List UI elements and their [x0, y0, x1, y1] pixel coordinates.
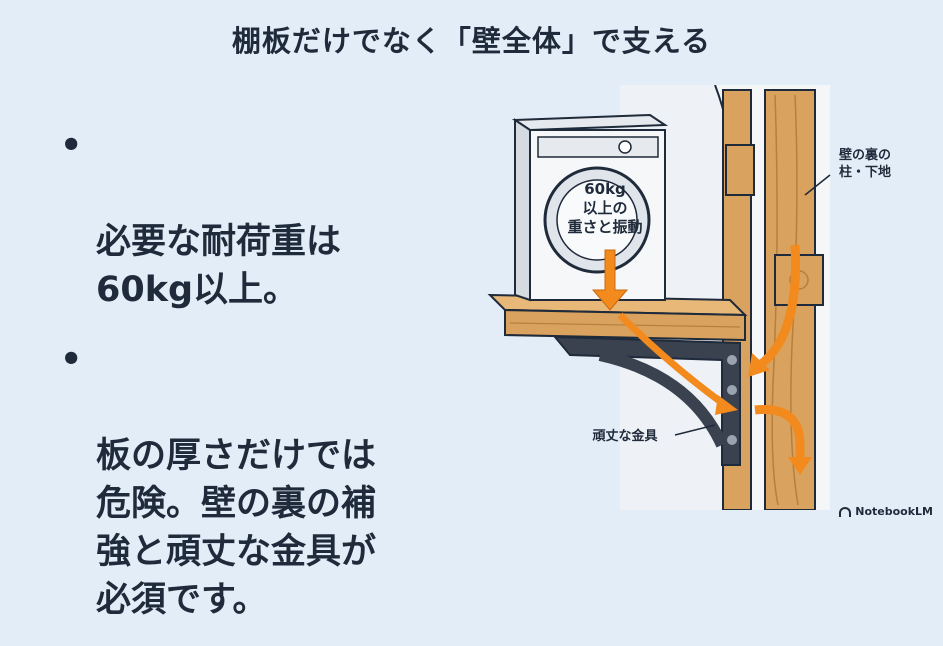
force-arrowhead-icon	[715, 395, 738, 415]
shelf-support-diagram: 60kg 以上の 重さと振動 壁の裏の 柱・下地 頑丈な金具	[470, 85, 943, 510]
slide-title: 棚板だけでなく「壁全体」で支える	[231, 24, 712, 58]
down-force-arrowhead-icon	[788, 457, 812, 475]
wall-label-leader	[804, 174, 831, 196]
wall-force-arrow-icon	[757, 244, 801, 369]
washer-door-glass	[556, 179, 638, 261]
bracket-label-leader	[674, 424, 716, 436]
down-force-arrow-icon	[754, 404, 805, 460]
bullet-list: • 必要な耐荷重は 60kg以上。 • 板の厚さだけでは 危険。壁の裏の補 強と…	[60, 122, 460, 646]
bracket-screw	[727, 435, 737, 445]
wall-force-arrowhead-icon	[748, 353, 770, 377]
bracket-brace	[598, 349, 728, 448]
brand-name: NotebookLM	[855, 505, 933, 518]
load-arrow-icon	[591, 249, 629, 311]
force-arrow-icon	[617, 312, 728, 408]
wall-block-upper	[725, 144, 755, 196]
wood-grain	[509, 322, 741, 328]
bracket-label: 頑丈な金具	[592, 429, 658, 444]
bracket-screw	[727, 355, 737, 365]
metal-bracket	[552, 335, 741, 466]
diagram-illustration	[487, 85, 831, 510]
notebooklm-logo-icon	[839, 506, 852, 517]
bullet-text-warning: 板の厚さだけでは 危険。壁の裏の補 強と頑丈な金具が 必須です。	[96, 436, 377, 620]
bullet-marker: •	[60, 340, 83, 380]
brand-watermark: NotebookLM	[839, 505, 933, 518]
bracket-screw	[727, 385, 737, 395]
washer-side	[514, 118, 531, 302]
washer-dial	[618, 140, 632, 154]
washer-control-panel	[537, 136, 659, 158]
bullet-item-warning: • 板の厚さだけでは 危険。壁の裏の補 強と頑丈な金具が 必須です。	[60, 336, 460, 624]
bullet-item-load: • 必要な耐荷重は 60kg以上。	[60, 122, 460, 314]
wall-support-label: 壁の裏の 柱・下地	[838, 148, 891, 180]
load-label: 60kg 以上の 重さと振動	[567, 180, 643, 236]
bullet-text-load: 必要な耐荷重は 60kg以上。	[96, 222, 342, 310]
bullet-marker: •	[60, 126, 83, 166]
